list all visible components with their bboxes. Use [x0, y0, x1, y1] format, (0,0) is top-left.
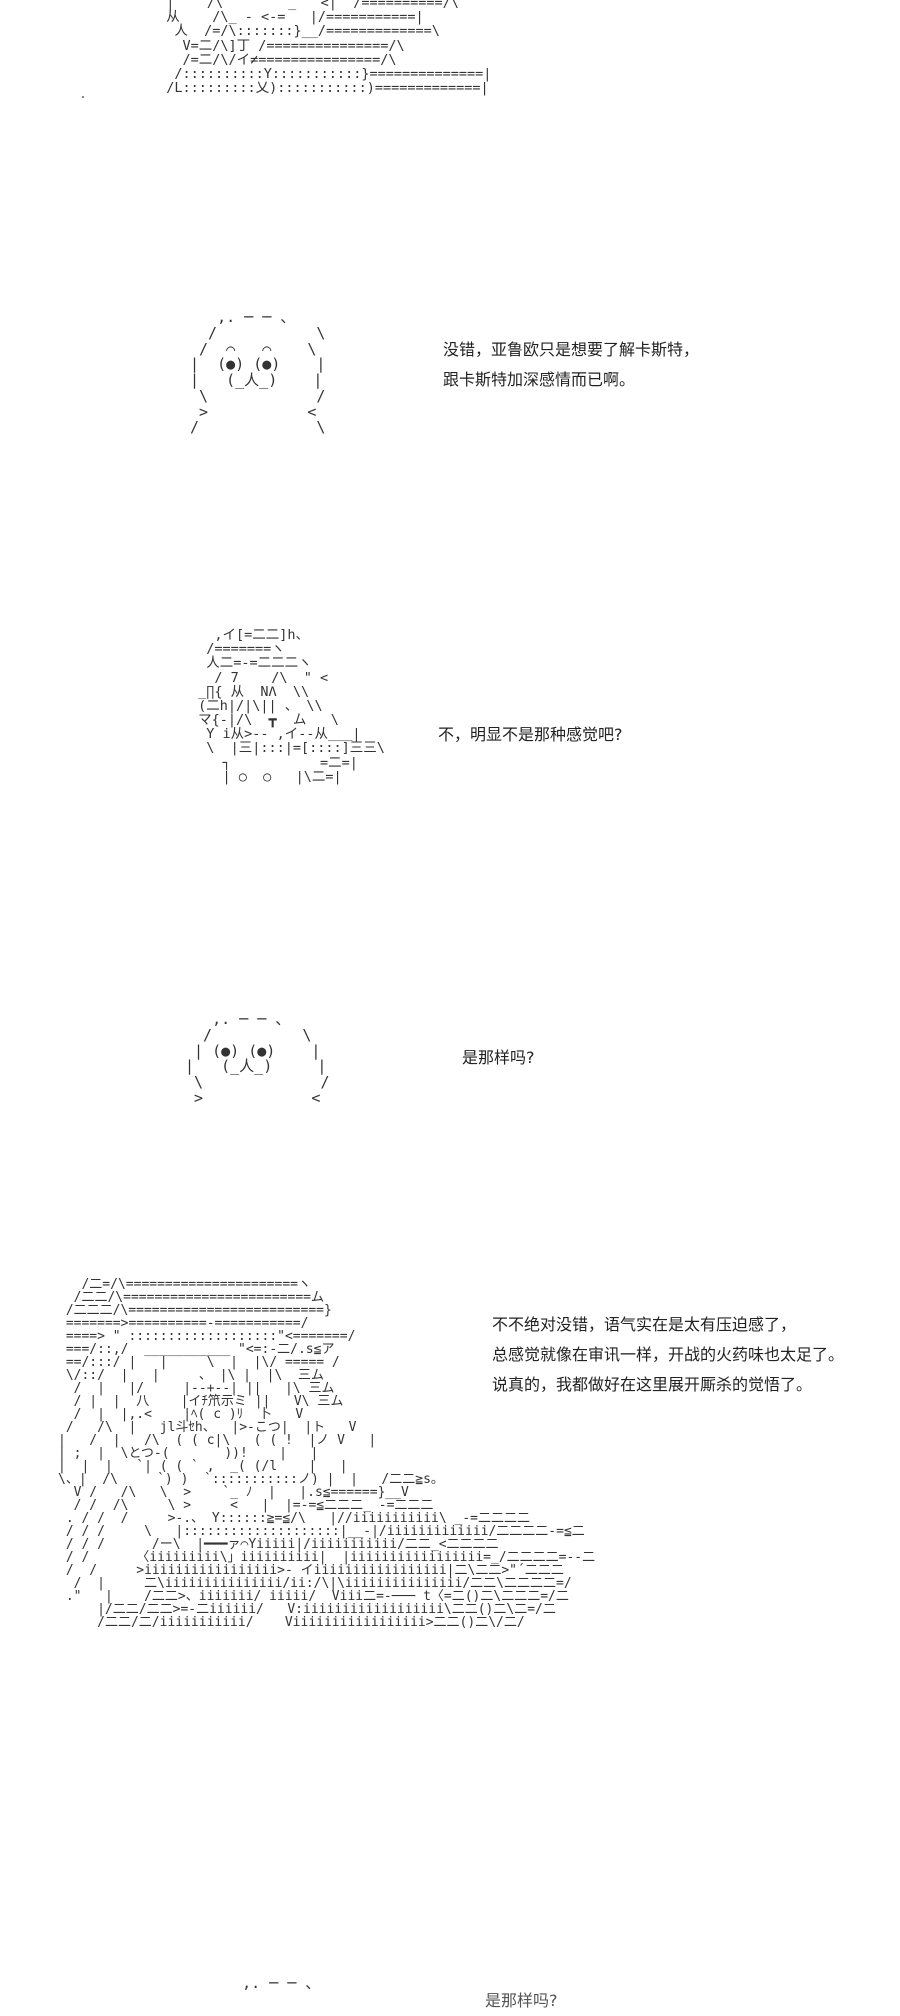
dialogue-line: 总感觉就像在审讯一样，开战的火药味也太足了。: [492, 1345, 845, 1364]
dialogue-2: 不，明显不是那种感觉吧?: [438, 720, 623, 750]
stray-mark: [82, 96, 84, 98]
ascii-art-top: | /\ _ <| /==========/\ 从 /\_ - <-= |/==…: [166, 0, 492, 97]
dialogue-line: 没错，亚鲁欧只是想要了解卡斯特，: [443, 340, 700, 359]
ascii-art-girl-portrait: ,イ[=二二]h、 /=======ヽ 人二=-=二二二ヽ / 7 /\ " <…: [198, 627, 385, 785]
dialogue-3: 是那样吗?: [462, 1043, 535, 1073]
dialogue-4: 不不绝对没错，语气实在是太有压迫感了， 总感觉就像在审讯一样，开战的火药味也太足…: [492, 1310, 844, 1400]
dialogue-line: 不不绝对没错，语气实在是太有压迫感了，: [492, 1315, 797, 1334]
dialogue-line: 是那样吗?: [462, 1048, 535, 1067]
dialogue-line: 跟卡斯特加深感情而已啊。: [443, 370, 636, 389]
dialogue-line: 是那样吗?: [485, 1991, 558, 2010]
dialogue-line: 不，明显不是那种感觉吧?: [438, 725, 623, 744]
ascii-art-bottom-face: ,. ─ ─ 、: [215, 1974, 321, 1992]
ascii-art-face: ,. ─ ─ 、 / \ | (●) (●) | | (_人_) | \ / >…: [185, 1010, 330, 1107]
dialogue-line: 说真的，我都做好在这里展开厮杀的觉悟了。: [492, 1375, 813, 1394]
dialogue-1: 没错，亚鲁欧只是想要了解卡斯特， 跟卡斯特加深感情而已啊。: [443, 335, 699, 395]
ascii-art-large-figure: /二=/\======================ヽ /二二/\======…: [58, 1277, 596, 1630]
ascii-art-smiling-face: ,. ─ ─ 、 / \ / ⌒ ⌒ \ | (●) (●) | | (_人_)…: [190, 308, 326, 437]
dialogue-5: 是那样吗?: [485, 1986, 558, 2016]
